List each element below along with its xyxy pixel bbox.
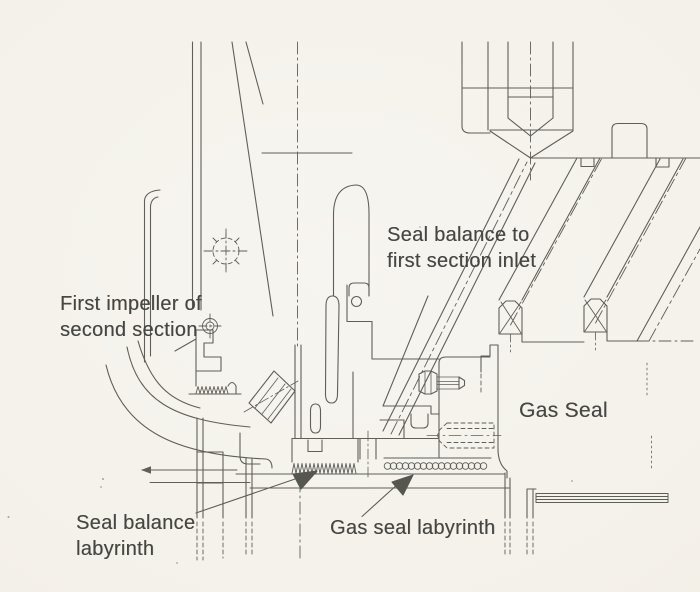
seal-balance-labyrinth bbox=[291, 419, 440, 479]
flange-block bbox=[611, 122, 648, 159]
gas-seal-holder bbox=[382, 295, 502, 449]
label-seal-balance-labyrinth: Seal balance labyrinth bbox=[76, 512, 196, 560]
step-seal-block bbox=[174, 329, 242, 395]
impeller-bolt-symbol bbox=[198, 313, 222, 341]
centerline-arrow-tip bbox=[141, 466, 151, 474]
hex-bolt bbox=[418, 370, 466, 395]
holder-lug bbox=[410, 413, 429, 429]
scan-specks bbox=[7, 226, 573, 564]
leader-arrows bbox=[195, 470, 414, 518]
impeller-shroud-curves bbox=[105, 340, 354, 469]
seal-balance-channel bbox=[382, 158, 536, 436]
countersunk-plug bbox=[461, 41, 700, 471]
balance-channel-right bbox=[498, 157, 700, 342]
impeller-blade-lines bbox=[143, 41, 440, 363]
label-first-impeller: First impeller of second section bbox=[60, 293, 202, 341]
gas-seal-arrow-head bbox=[391, 474, 414, 496]
flange-notch bbox=[655, 157, 670, 168]
seal-balance-arrow-line bbox=[195, 477, 299, 514]
housing-lines bbox=[141, 417, 669, 563]
flange-notch bbox=[580, 157, 595, 168]
small-labyrinth-teeth bbox=[195, 386, 229, 394]
gas-seal-cartridge bbox=[383, 344, 508, 479]
gas-seal-arrow-line bbox=[361, 482, 400, 518]
shaft-lines bbox=[535, 493, 669, 503]
seal-balance-arrow-head bbox=[292, 470, 318, 490]
bolt-circle-symbol bbox=[203, 228, 249, 274]
label-gas-seal-labyrinth: Gas seal labyrinth bbox=[330, 517, 496, 539]
vane-passage-slots bbox=[309, 282, 370, 434]
label-seal-balance-inlet: Seal balance to first section inlet bbox=[387, 224, 537, 272]
o-ring-glands bbox=[498, 298, 698, 353]
hatched-blade-section bbox=[243, 370, 299, 424]
gas-seal-labyrinth bbox=[383, 462, 488, 470]
label-gas-seal: Gas Seal bbox=[519, 399, 608, 422]
zigzag-teeth bbox=[291, 463, 357, 474]
